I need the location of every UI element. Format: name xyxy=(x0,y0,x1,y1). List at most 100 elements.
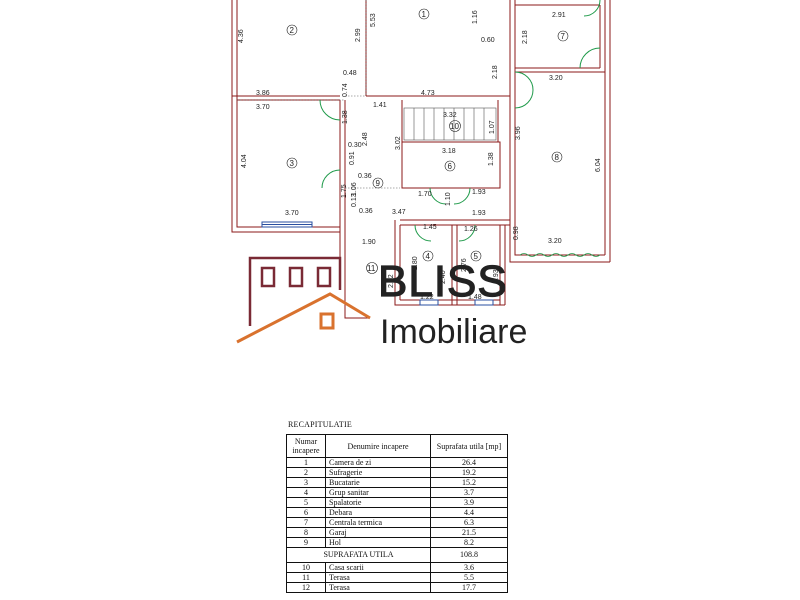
row-name: Hol xyxy=(325,537,431,548)
dimension: 1.38 xyxy=(342,110,349,124)
floor-plan: 1 2 3 4 5 6 7 8 9 10 11 4.36 2.99 5.53 1… xyxy=(231,0,611,351)
row-area: 8.2 xyxy=(430,537,508,548)
row-number: 6 xyxy=(286,507,326,518)
room-number: 11 xyxy=(367,264,376,273)
row-area: 4.4 xyxy=(430,507,508,518)
dimension: 1.10 xyxy=(445,192,452,206)
row-number: 7 xyxy=(286,517,326,528)
row-number: 12 xyxy=(286,582,326,593)
row-number: 3 xyxy=(286,477,326,488)
dimension: 3.86 xyxy=(256,90,270,97)
dimension: 3.70 xyxy=(285,210,299,217)
roof-icon xyxy=(236,292,371,344)
row-number: 11 xyxy=(286,572,326,583)
row-area: 6.3 xyxy=(430,517,508,528)
row-number: 1 xyxy=(286,457,326,468)
row-number: 4 xyxy=(286,487,326,498)
stairs xyxy=(403,107,497,141)
row-area: 3.7 xyxy=(430,487,508,498)
row-name: Debara xyxy=(325,507,431,518)
row-number: 8 xyxy=(286,527,326,538)
dimension: 5.53 xyxy=(370,13,377,27)
total-area: 108.8 xyxy=(430,547,508,563)
dimension: 2.48 xyxy=(362,132,369,146)
dimension: 4.04 xyxy=(241,154,248,168)
dotted-lines xyxy=(237,0,400,189)
dimension: 2.52 xyxy=(388,274,395,288)
dimension: 1.07 xyxy=(489,120,496,134)
dimension: 1.48 xyxy=(468,294,482,301)
dimension: 0.13 xyxy=(351,193,358,207)
recap-table: Numar incapere Denumire incapere Suprafa… xyxy=(286,434,508,593)
header-number: Numar incapere xyxy=(286,434,326,458)
room-number: 9 xyxy=(376,179,381,188)
row-name: Casa scarii xyxy=(325,562,431,573)
dimension: 2.80 xyxy=(412,256,419,270)
room-number: 6 xyxy=(448,162,453,171)
dimension: 1.93 xyxy=(472,189,486,196)
dimension: 0.60 xyxy=(481,37,495,44)
row-area: 21.5 xyxy=(430,527,508,538)
row-name: Spalatorie xyxy=(325,497,431,508)
dimension: 2.18 xyxy=(522,30,529,44)
garage-door xyxy=(519,253,601,257)
row-name: Garaj xyxy=(325,527,431,538)
row-name: Grup sanitar xyxy=(325,487,431,498)
dimension: 3.20 xyxy=(548,238,562,245)
row-area: 3.9 xyxy=(430,497,508,508)
house-icon xyxy=(248,256,342,326)
dimension: 3.32 xyxy=(443,112,457,119)
windows xyxy=(261,221,494,306)
dimension: 3.47 xyxy=(392,209,406,216)
header-area: Suprafata utila [mp] xyxy=(430,434,508,458)
row-number: 2 xyxy=(286,467,326,478)
dimension: 3.02 xyxy=(395,136,402,150)
dimension: 4.36 xyxy=(238,29,245,43)
row-area: 5.5 xyxy=(430,572,508,583)
logo-word-imobiliare: Imobiliare xyxy=(380,313,527,351)
row-area: 3.6 xyxy=(430,562,508,573)
row-name: Camera de zi xyxy=(325,457,431,468)
dimension-labels: 4.36 2.99 5.53 1.16 0.60 2.18 2.91 2.18 … xyxy=(238,10,602,301)
total-label: SUPRAFATA UTILA xyxy=(286,547,431,563)
dimension: 1.26 xyxy=(464,226,478,233)
row-area: 26.4 xyxy=(430,457,508,468)
row-area: 17.7 xyxy=(430,582,508,593)
dimension: 0.98 xyxy=(513,226,520,240)
dimension: 2.40 xyxy=(440,270,447,284)
row-number: 10 xyxy=(286,562,326,573)
row-name: Sufragerie xyxy=(325,467,431,478)
doors xyxy=(319,0,601,242)
dimension: 1.38 xyxy=(488,152,495,166)
dimension: 4.73 xyxy=(421,90,435,97)
header-name: Denumire incapere xyxy=(325,434,431,458)
dimension: 2.99 xyxy=(355,28,362,42)
dimension: 3.18 xyxy=(442,148,456,155)
room-number: 2 xyxy=(290,26,295,35)
dimension: 1.93 xyxy=(472,210,486,217)
dimension: 6.04 xyxy=(595,158,602,172)
dimension: 1.45 xyxy=(423,224,437,231)
dimension: 2.91 xyxy=(552,12,566,19)
dimension: 3.96 xyxy=(515,126,522,140)
row-number: 9 xyxy=(286,537,326,548)
row-name: Terasa xyxy=(325,582,431,593)
dimension: 0.48 xyxy=(343,70,357,77)
walls xyxy=(231,0,611,319)
table-header-row: Numar incapere Denumire incapere Suprafa… xyxy=(286,434,508,458)
dimension: 1.22 xyxy=(420,294,434,301)
dimension: 3.20 xyxy=(549,75,563,82)
dimension: 2.76 xyxy=(461,258,468,272)
dimension: 0.36 xyxy=(359,208,373,215)
row-number: 5 xyxy=(286,497,326,508)
room-number: 7 xyxy=(561,32,566,41)
